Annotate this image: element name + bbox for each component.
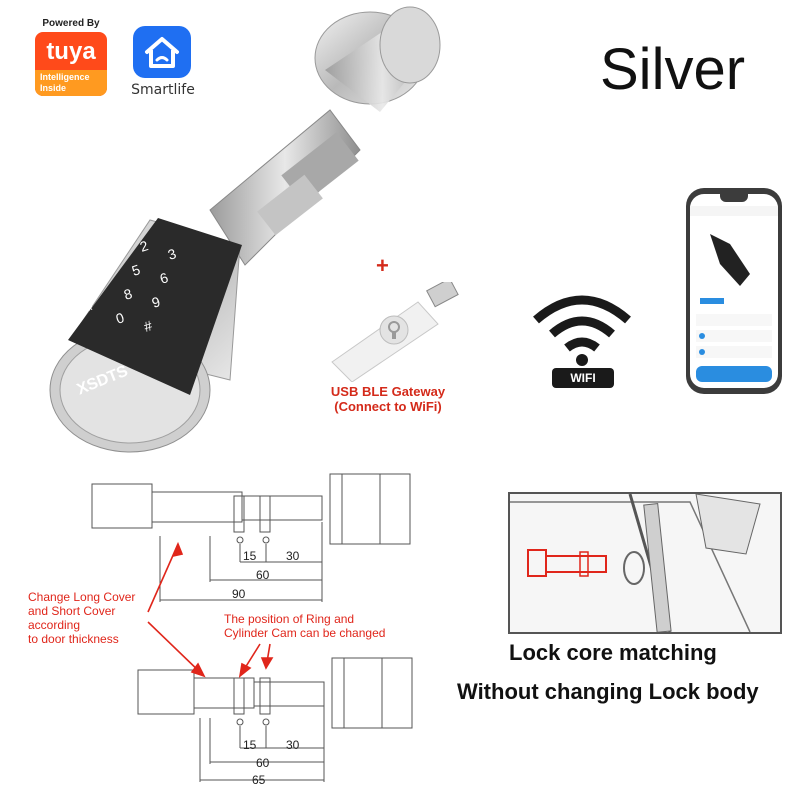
note-ring-line1: The position of Ring and xyxy=(224,612,355,626)
top-cylinder-drawing xyxy=(91,473,411,602)
tuya-subtext: Intelligence Inside xyxy=(35,70,107,96)
phone-screen xyxy=(690,194,778,388)
usb-gateway-icon xyxy=(331,282,459,382)
keypad-key[interactable]: 3 xyxy=(165,245,179,263)
bottom-dim-60: 60 xyxy=(256,756,270,770)
note-covers-line3: according xyxy=(28,618,81,632)
phone-notch xyxy=(720,194,748,202)
keypad-key[interactable]: 5 xyxy=(129,261,143,279)
top-dim-90: 90 xyxy=(232,587,246,601)
cylinder-technical-drawing xyxy=(91,473,413,782)
tuya-name: tuya xyxy=(46,38,96,65)
top-dim-30: 30 xyxy=(286,549,300,563)
tuya-line2: Inside xyxy=(40,83,67,93)
door-fitting-drawing xyxy=(510,494,761,632)
annotation-arrows xyxy=(147,541,274,678)
top-dim-15: 15 xyxy=(243,549,257,563)
keypad-key[interactable]: 8 xyxy=(121,285,135,303)
bottom-dim-65: 65 xyxy=(252,773,266,787)
keypad-key[interactable]: 2 xyxy=(137,237,151,255)
keypad-key[interactable]: 9 xyxy=(149,293,163,311)
tuya-logo-box: tuya Intelligence Inside xyxy=(35,32,107,96)
phone-mockup xyxy=(686,188,782,394)
plus-sign: + xyxy=(376,253,389,278)
note-change-covers: Change Long Cover and Short Cover accord… xyxy=(28,590,135,646)
note-covers-line2: and Short Cover xyxy=(28,604,116,618)
tuya-logo: Powered By tuya Intelligence Inside xyxy=(35,18,107,98)
phone-app-content xyxy=(690,206,778,382)
keypad-key[interactable]: # xyxy=(141,317,155,335)
color-title: Silver xyxy=(600,37,746,102)
bottom-cylinder-drawing xyxy=(137,657,413,782)
keypad-key[interactable]: 6 xyxy=(157,269,171,287)
keypad-key[interactable]: 0 xyxy=(113,309,127,327)
smartlife-label: Smartlife xyxy=(131,82,195,98)
smartlife-home-icon xyxy=(133,26,191,78)
door-fitting-image xyxy=(508,492,782,634)
bottom-dim-30: 30 xyxy=(286,738,300,752)
bottom-dim-15: 15 xyxy=(243,738,257,752)
lock-cylinder xyxy=(209,109,361,266)
gateway-label-line2: (Connect to WiFi) xyxy=(334,399,442,414)
wifi-icon xyxy=(533,295,631,366)
note-ring-line2: Cylinder Cam can be changed xyxy=(224,626,386,640)
keypad-key[interactable]: 7 xyxy=(93,277,107,295)
lock-knob xyxy=(314,6,441,112)
wifi-label: WIFI xyxy=(552,368,614,388)
caption-line2: Without changing Lock body xyxy=(457,679,759,704)
note-ring-position: The position of Ring and Cylinder Cam ca… xyxy=(224,612,385,640)
keypad-key[interactable]: 4 xyxy=(101,253,115,271)
gateway-label-line1: USB BLE Gateway xyxy=(330,384,446,399)
gateway-label: USB BLE Gateway (Connect to WiFi) xyxy=(318,384,458,414)
tuya-line1: Intelligence xyxy=(40,72,90,82)
lock-keypad-body xyxy=(49,218,242,453)
note-covers-line1: Change Long Cover xyxy=(28,590,136,604)
keypad-key[interactable]: 1 xyxy=(109,229,123,247)
tuya-powered-text: Powered By xyxy=(42,18,100,29)
note-covers-line4: to door thickness xyxy=(28,632,119,646)
smart-lock-illustration xyxy=(49,6,441,453)
caption-line1: Lock core matching xyxy=(509,640,717,665)
top-dim-60: 60 xyxy=(256,568,270,582)
